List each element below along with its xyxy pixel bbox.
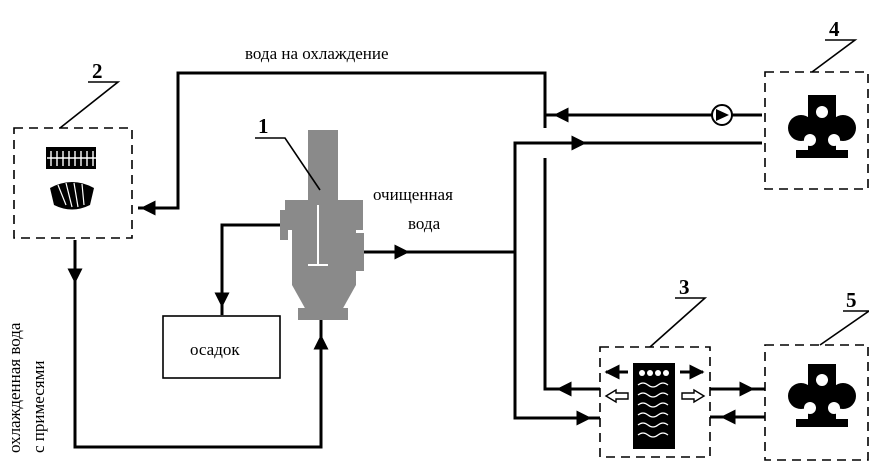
callout-leaders (59, 39, 869, 348)
sediment-box (162, 315, 281, 379)
consumer-4-icon (788, 95, 856, 158)
cooled-water-label-1: охлажденная вода (5, 322, 24, 453)
block-4-frame (764, 71, 869, 190)
sediment-pipe (220, 223, 285, 315)
purified-water-label-2: вода (408, 214, 441, 233)
cooling-water-pipe (138, 71, 547, 210)
heat-exchanger-icon (633, 363, 675, 449)
sediment-label: осадок (190, 340, 240, 359)
number-1: 1 (258, 114, 269, 138)
cooler-icon (46, 147, 96, 210)
number-3: 3 (679, 275, 690, 299)
supply-pipe-to-4 (513, 141, 762, 250)
purified-water-label-1: очищенная (373, 185, 453, 204)
consumer-5-icon (788, 364, 856, 427)
filter-unit-1 (280, 130, 364, 320)
return-pipe-from-3 (543, 158, 600, 391)
number-5: 5 (846, 288, 857, 312)
pump-icon (711, 104, 733, 126)
number-4: 4 (829, 17, 840, 41)
cooling-water-label: вода на охлаждение (245, 44, 389, 63)
supply-pipe-to-3 (513, 250, 600, 420)
block-2-frame (13, 127, 133, 239)
block-3-internal-arrows (604, 364, 706, 404)
number-2: 2 (92, 59, 103, 83)
cooled-water-pipe (73, 240, 323, 449)
block-3-frame (599, 346, 711, 458)
cooled-water-label-2: с примесями (29, 361, 48, 453)
block-5-frame (764, 344, 869, 461)
